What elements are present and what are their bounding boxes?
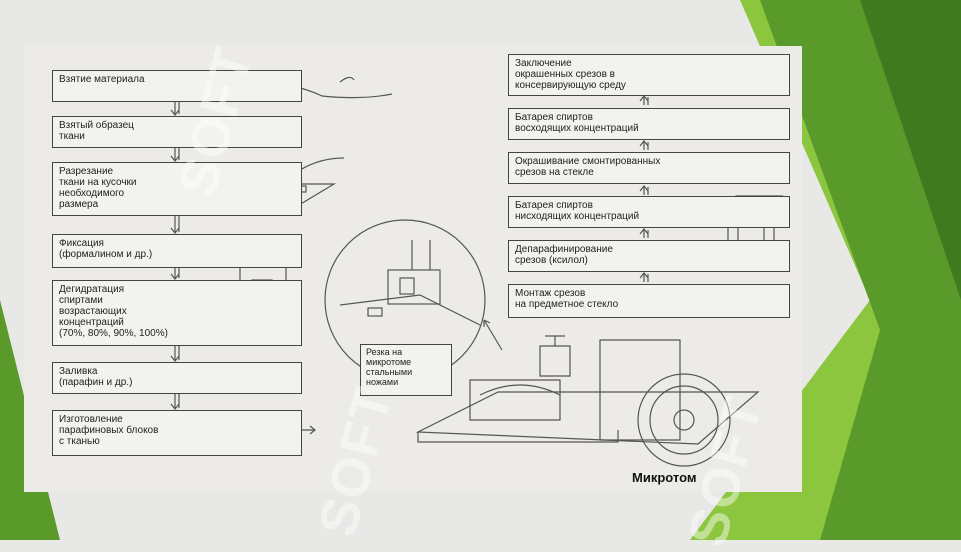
cutting-label: Резка на микротоме стальными ножами [360, 344, 452, 396]
step-box-left: Дегидратация спиртами возрастающих конце… [52, 280, 302, 346]
step-box-right: Монтаж срезов на предметное стекло [508, 284, 790, 318]
step-box-left: Разрезание ткани на кусочки необходимого… [52, 162, 302, 216]
step-box-right: Батарея спиртов восходящих концентраций [508, 108, 790, 140]
microtome-caption: Микротом [632, 470, 697, 485]
step-box-left: Изготовление парафиновых блоков с тканью [52, 410, 302, 456]
step-box-right: Депарафинирование срезов (ксилол) [508, 240, 790, 272]
up-arrow-icon [639, 95, 649, 282]
step-box-left: Взятие материала [52, 70, 302, 102]
step-box-right: Окрашивание смонтированных срезов на сте… [508, 152, 790, 184]
step-box-left: Фиксация (формалином и др.) [52, 234, 302, 268]
step-box-left: Заливка (парафин и др.) [52, 362, 302, 394]
microtome-icon [415, 335, 760, 467]
step-box-right: Батарея спиртов нисходящих концентраций [508, 196, 790, 228]
down-arrow-icon [170, 102, 180, 410]
step-box-right: Заключение окрашенных срезов в консервир… [508, 54, 790, 96]
step-box-left: Взятый образец ткани [52, 116, 302, 148]
